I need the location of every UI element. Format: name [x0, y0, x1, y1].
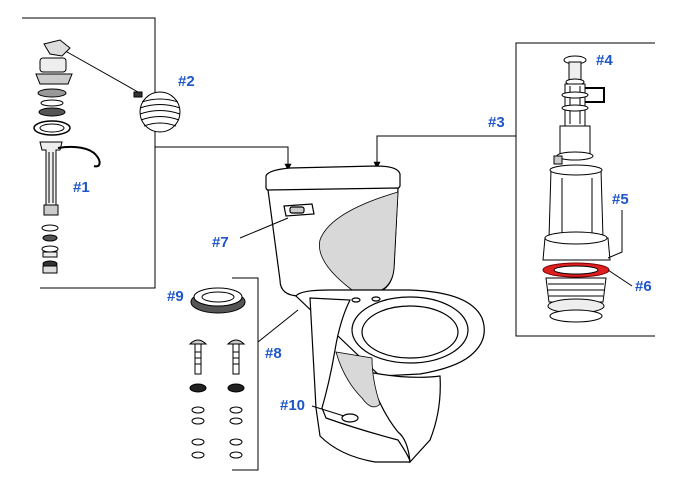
flush-valve-assembly [542, 55, 611, 323]
float-ball [133, 91, 181, 133]
flush-valve-leader-line [373, 135, 516, 169]
toilet-tank [265, 165, 401, 297]
part-number-7-label: #7 [212, 234, 229, 251]
part-number-6-label: #6 [635, 278, 652, 295]
part-number-10-label: #10 [280, 397, 306, 414]
part-number-1-label: #1 [73, 179, 90, 196]
tank-bolt-kit [188, 339, 246, 459]
part-number-4-label: #4 [596, 52, 613, 69]
flush-valve-group-bracket [515, 42, 655, 337]
seal-leader-line [607, 269, 633, 287]
fill-valve-assembly [33, 39, 139, 274]
fill-valve-group-bracket [22, 17, 156, 289]
bolt-kit-bracket [232, 277, 259, 471]
gasket-leader-line [607, 210, 623, 259]
part-number-5-label: #5 [612, 191, 629, 208]
toilet-bowl [295, 289, 485, 464]
fill-valve-leader-line [155, 146, 292, 171]
outlet-leader-line [311, 405, 345, 417]
bolt-kit-leader-line [257, 309, 299, 343]
part-number-3-label: #3 [488, 114, 505, 131]
part-number-9-label: #9 [167, 288, 184, 305]
part-number-8-label: #8 [265, 345, 282, 362]
tank-leader-line [239, 217, 289, 239]
part-number-2-label: #2 [178, 73, 195, 90]
tank-to-bowl-gasket [190, 287, 246, 314]
